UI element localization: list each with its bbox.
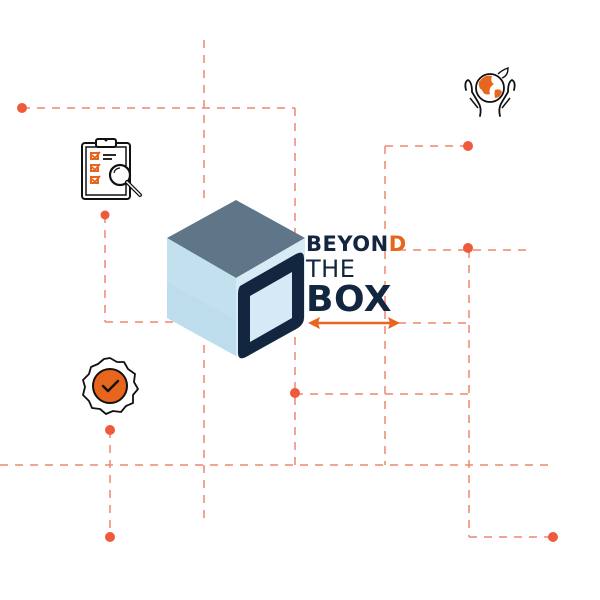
hands-holding-globe-icon (464, 67, 516, 117)
double-headed-arrow-icon (308, 317, 400, 329)
cube-logo-icon (167, 200, 305, 359)
brand-line-beyond: BEYOND (306, 232, 416, 256)
dashed-connector-lines (0, 40, 553, 538)
brand-beyond-text: BEYON (306, 232, 389, 256)
connector-dots (17, 103, 558, 542)
brand-wordmark: BEYOND THE BOX (306, 232, 416, 318)
brand-beyond-accent-letter: D (388, 232, 407, 256)
brand-line-box: BOX (306, 279, 393, 320)
brand-line-the: THE (306, 255, 356, 283)
clipboard-checklist-magnifier-icon (81, 138, 142, 200)
badge-checkmark-icon (82, 357, 139, 415)
